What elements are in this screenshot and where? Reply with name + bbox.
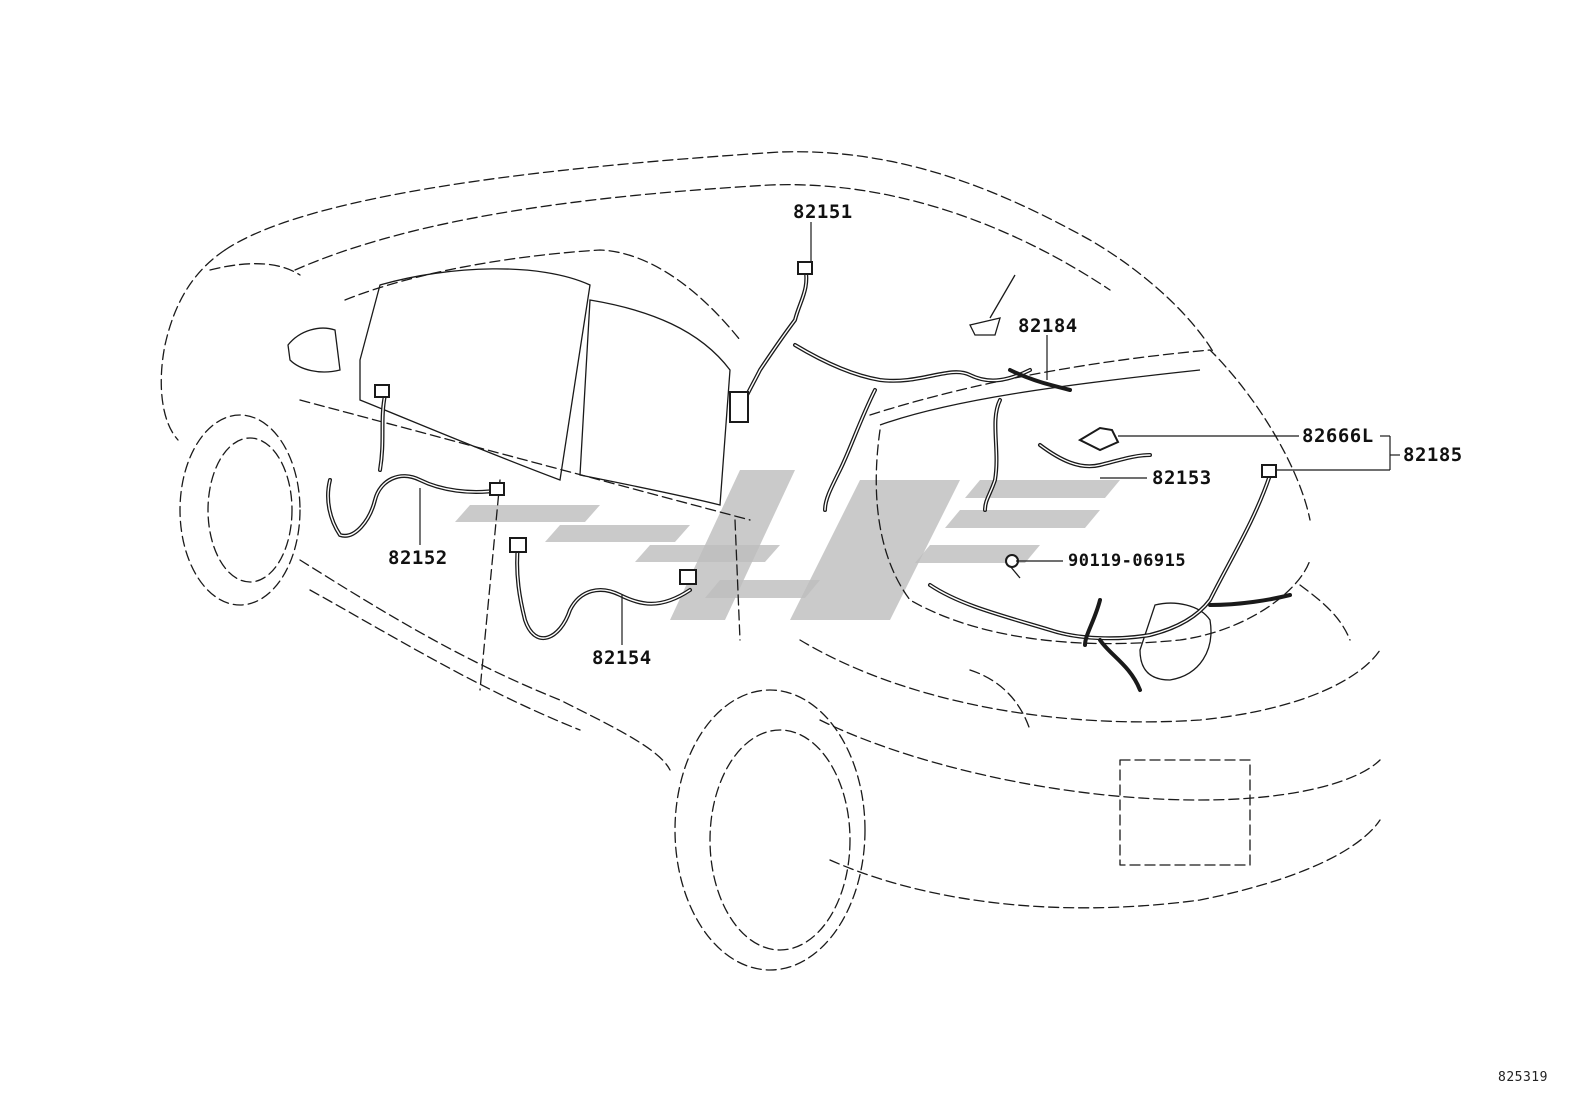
part-label-82153[interactable]: 82153 [1152, 467, 1212, 489]
part-label-82666L[interactable]: 82666L [1302, 425, 1374, 447]
part-label-82152[interactable]: 82152 [388, 547, 448, 569]
diagram-id: 825319 [1498, 1070, 1548, 1085]
part-label-82151[interactable]: 82151 [793, 201, 853, 223]
harness-82152 [326, 384, 505, 538]
clip-82666L [1077, 426, 1120, 452]
harness-82185 [928, 464, 1292, 692]
harness-82184 [823, 368, 1072, 512]
watermark-logo [455, 470, 1120, 620]
part-label-90119-06915[interactable]: 90119-06915 [1068, 551, 1187, 571]
leader-lines [419, 222, 1400, 645]
bolt-90119 [1005, 554, 1021, 579]
part-label-82184[interactable]: 82184 [1018, 315, 1078, 337]
car-body-outline [160, 151, 1381, 971]
harness-82151 [729, 261, 1032, 423]
harness-82153 [1038, 443, 1152, 469]
harness-82154 [509, 537, 697, 641]
part-label-82154[interactable]: 82154 [592, 647, 652, 669]
part-label-82185[interactable]: 82185 [1403, 444, 1463, 466]
